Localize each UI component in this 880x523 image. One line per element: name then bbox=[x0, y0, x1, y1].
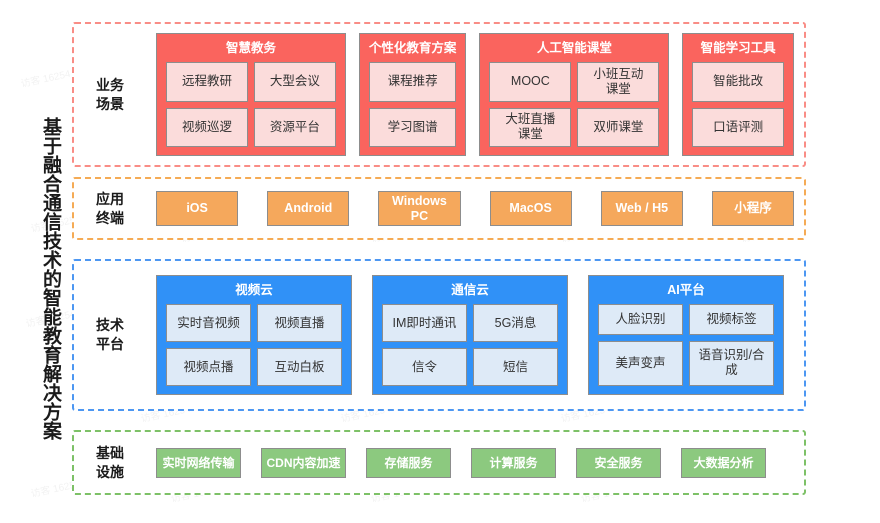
terminal-android[interactable]: Android bbox=[267, 191, 350, 226]
infra-row: 实时网络传输 CDN内容加速 存储服务 计算服务 安全服务 大数据分析 bbox=[156, 447, 794, 478]
business-group-row: 智慧教务 远程教研 大型会议 视频巡逻 资源平台 个性化教育方案 课程推荐 学习… bbox=[156, 33, 794, 156]
chip-item[interactable]: 大型会议 bbox=[253, 62, 336, 102]
chip-item[interactable]: 视频直播 bbox=[257, 304, 342, 342]
group-items: 人脸识别 视频标签 美声变声 语音识别/合 成 bbox=[598, 304, 774, 386]
group-smart-academic-affairs[interactable]: 智慧教务 远程教研 大型会议 视频巡逻 资源平台 bbox=[156, 33, 346, 156]
infra-bigdata-analysis[interactable]: 大数据分析 bbox=[681, 447, 766, 478]
chip-item[interactable]: 双师课堂 bbox=[577, 107, 660, 147]
chip-item[interactable]: 短信 bbox=[473, 348, 558, 386]
chip-item[interactable]: 人脸识别 bbox=[598, 304, 683, 335]
infra-storage-service[interactable]: 存储服务 bbox=[366, 447, 451, 478]
chip-item[interactable]: 视频标签 bbox=[689, 304, 774, 335]
chip-item[interactable]: 大班直播 课堂 bbox=[489, 107, 572, 147]
group-communication-cloud[interactable]: 通信云 IM即时通讯 5G消息 信令 短信 bbox=[372, 275, 568, 395]
chip-item[interactable]: 资源平台 bbox=[253, 107, 336, 147]
group-items: IM即时通讯 5G消息 信令 短信 bbox=[382, 304, 558, 386]
layer-label-infra: 基础 设施 bbox=[96, 444, 124, 480]
terminal-web-h5[interactable]: Web / H5 bbox=[600, 191, 683, 226]
group-title: 通信云 bbox=[451, 283, 489, 297]
terminal-windows-pc[interactable]: Windows PC bbox=[378, 191, 461, 226]
infra-realtime-network[interactable]: 实时网络传输 bbox=[156, 447, 241, 478]
group-items: 课程推荐 学习图谱 bbox=[368, 62, 457, 147]
layer-label-business: 业务 场景 bbox=[96, 76, 124, 112]
infra-compute-service[interactable]: 计算服务 bbox=[471, 447, 556, 478]
chip-item[interactable]: 小班互动 课堂 bbox=[577, 62, 660, 102]
group-title: 人工智能课堂 bbox=[536, 41, 612, 55]
group-title: AI平台 bbox=[667, 283, 705, 297]
terminal-row: iOS Android Windows PC MacOS Web / H5 小程… bbox=[156, 191, 795, 226]
group-smart-learning-tools[interactable]: 智能学习工具 智能批改 口语评测 bbox=[682, 33, 794, 156]
chip-item[interactable]: 智能批改 bbox=[692, 62, 784, 102]
group-ai-platform[interactable]: AI平台 人脸识别 视频标签 美声变声 语音识别/合 成 bbox=[588, 275, 784, 395]
group-video-cloud[interactable]: 视频云 实时音视频 视频直播 视频点播 互动白板 bbox=[156, 275, 352, 395]
group-title: 视频云 bbox=[235, 283, 273, 297]
chip-item[interactable]: IM即时通讯 bbox=[382, 304, 467, 342]
infra-security-service[interactable]: 安全服务 bbox=[576, 447, 661, 478]
chip-item[interactable]: 5G消息 bbox=[473, 304, 558, 342]
layer-business-scenarios: 业务 场景 智慧教务 远程教研 大型会议 视频巡逻 资源平台 个性化教育方案 课… bbox=[72, 22, 806, 167]
layer-body-infra: 实时网络传输 CDN内容加速 存储服务 计算服务 安全服务 大数据分析 bbox=[156, 432, 794, 493]
chip-item[interactable]: 视频巡逻 bbox=[166, 107, 248, 147]
chip-item[interactable]: 远程教研 bbox=[166, 62, 248, 102]
layer-infrastructure: 基础 设施 实时网络传输 CDN内容加速 存储服务 计算服务 安全服务 大数据分… bbox=[72, 430, 806, 495]
chip-item[interactable]: 课程推荐 bbox=[368, 62, 457, 102]
chip-item[interactable]: MOOC bbox=[489, 62, 572, 102]
layer-technical-platform: 技术 平台 视频云 实时音视频 视频直播 视频点播 互动白板 通信云 IM即时通… bbox=[72, 259, 806, 411]
chip-item[interactable]: 互动白板 bbox=[257, 348, 342, 386]
group-items: MOOC 小班互动 课堂 大班直播 课堂 双师课堂 bbox=[489, 62, 660, 147]
group-title: 智能学习工具 bbox=[700, 41, 776, 55]
group-items: 智能批改 口语评测 bbox=[692, 62, 784, 147]
group-items: 远程教研 大型会议 视频巡逻 资源平台 bbox=[166, 62, 336, 147]
layer-application-terminals: 应用 终端 iOS Android Windows PC MacOS Web /… bbox=[72, 177, 806, 240]
layer-body-platform: 视频云 实时音视频 视频直播 视频点播 互动白板 通信云 IM即时通讯 5G消息… bbox=[156, 261, 794, 409]
layer-body-business: 智慧教务 远程教研 大型会议 视频巡逻 资源平台 个性化教育方案 课程推荐 学习… bbox=[156, 24, 794, 165]
layer-label-terminal: 应用 终端 bbox=[96, 190, 124, 226]
chip-item[interactable]: 实时音视频 bbox=[166, 304, 251, 342]
terminal-miniprogram[interactable]: 小程序 bbox=[711, 191, 795, 226]
infra-cdn-acceleration[interactable]: CDN内容加速 bbox=[261, 447, 346, 478]
group-title: 智慧教务 bbox=[225, 41, 276, 55]
group-ai-classroom[interactable]: 人工智能课堂 MOOC 小班互动 课堂 大班直播 课堂 双师课堂 bbox=[479, 33, 670, 156]
solution-title: 基于融合通信技术的智能教育解决方案 bbox=[40, 116, 61, 440]
chip-item[interactable]: 口语评测 bbox=[692, 107, 784, 147]
terminal-macos[interactable]: MacOS bbox=[489, 191, 572, 226]
group-personalized-education[interactable]: 个性化教育方案 课程推荐 学习图谱 bbox=[358, 33, 467, 156]
group-items: 实时音视频 视频直播 视频点播 互动白板 bbox=[166, 304, 342, 386]
layer-label-platform: 技术 平台 bbox=[96, 317, 124, 352]
terminal-ios[interactable]: iOS bbox=[156, 191, 239, 226]
chip-item[interactable]: 学习图谱 bbox=[368, 107, 457, 147]
group-title: 个性化教育方案 bbox=[368, 41, 457, 55]
chip-item[interactable]: 语音识别/合 成 bbox=[689, 340, 774, 386]
chip-item[interactable]: 视频点播 bbox=[166, 348, 251, 386]
chip-item[interactable]: 美声变声 bbox=[598, 340, 683, 386]
layer-body-terminal: iOS Android Windows PC MacOS Web / H5 小程… bbox=[156, 179, 795, 238]
platform-group-row: 视频云 实时音视频 视频直播 视频点播 互动白板 通信云 IM即时通讯 5G消息… bbox=[156, 275, 794, 395]
chip-item[interactable]: 信令 bbox=[382, 348, 467, 386]
